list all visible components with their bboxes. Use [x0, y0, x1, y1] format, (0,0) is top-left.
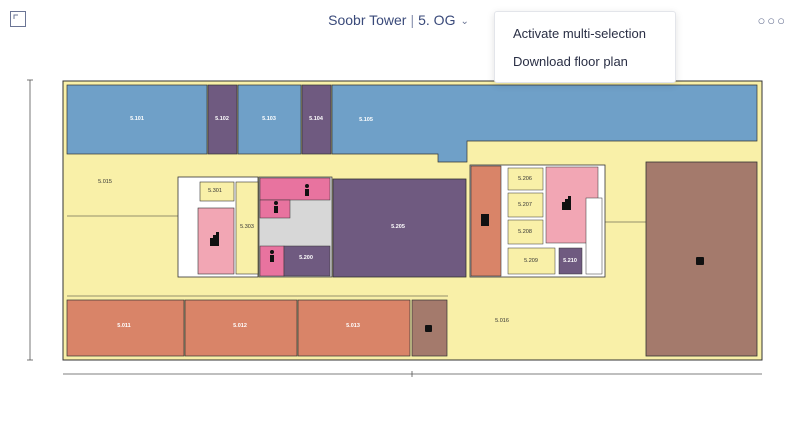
room-5-102[interactable]	[207, 84, 238, 155]
label-5-011: 5.011	[117, 323, 130, 329]
expand-icon[interactable]	[10, 11, 26, 27]
floor-name: 5. OG	[418, 12, 456, 28]
title-separator: |	[410, 12, 415, 28]
room-5-013[interactable]	[297, 299, 411, 357]
options-menu: Activate multi-selection Download floor …	[494, 11, 676, 83]
toilet-icon	[270, 184, 309, 262]
label-5-301: 5.301	[208, 188, 222, 194]
room-5-200[interactable]	[283, 245, 331, 277]
label-5-303: 5.303	[240, 224, 254, 230]
elevator-icon	[481, 214, 489, 226]
room-5-101[interactable]	[66, 84, 208, 155]
label-5-102: 5.102	[215, 116, 229, 122]
room-5-105[interactable]	[331, 84, 758, 163]
dimension-lines	[27, 79, 762, 377]
room-5-205[interactable]	[332, 178, 467, 278]
label-5-105: 5.105	[359, 117, 373, 123]
room-5-209[interactable]	[507, 247, 556, 275]
room-5-206[interactable]	[507, 167, 544, 191]
stair-icon	[210, 196, 571, 246]
label-5-015: 5.015	[98, 179, 112, 185]
corridor-walls	[67, 215, 646, 297]
label-5-012: 5.012	[233, 323, 247, 329]
wc-top[interactable]	[259, 177, 331, 201]
label-5-200: 5.200	[299, 255, 313, 261]
room-5-103[interactable]	[237, 84, 302, 155]
chevron-down-icon: ⌄	[460, 16, 469, 27]
room-5-104[interactable]	[301, 84, 332, 155]
room-5-207[interactable]	[507, 192, 544, 218]
label-5-207: 5.207	[518, 202, 532, 208]
shaft-right	[585, 197, 603, 275]
label-5-016: 5.016	[495, 318, 509, 324]
coffee-icon	[425, 257, 704, 332]
label-5-206: 5.206	[518, 176, 532, 182]
label-5-205: 5.205	[391, 224, 405, 230]
room-5-012[interactable]	[184, 299, 298, 357]
room-5-210[interactable]	[558, 247, 583, 275]
label-5-101: 5.101	[130, 116, 144, 122]
room-5-011[interactable]	[66, 299, 185, 357]
building-name: Soobr Tower	[328, 12, 407, 28]
label-5-209: 5.209	[524, 258, 538, 264]
label-5-104: 5.104	[309, 116, 324, 122]
label-5-013: 5.013	[346, 323, 360, 329]
label-5-210: 5.210	[563, 258, 577, 264]
room-5-303[interactable]	[235, 181, 259, 275]
room-5-301[interactable]	[199, 181, 235, 202]
menu-item-activate-multi-selection[interactable]: Activate multi-selection	[513, 26, 646, 41]
more-icon[interactable]: ○○○	[757, 13, 787, 28]
room-5-208[interactable]	[507, 219, 544, 245]
header: Soobr Tower|5. OG ⌄	[0, 12, 797, 28]
label-5-208: 5.208	[518, 229, 532, 235]
menu-item-download-floor-plan[interactable]: Download floor plan	[513, 54, 628, 69]
building-floor-selector[interactable]: Soobr Tower|5. OG ⌄	[328, 12, 469, 28]
label-5-103: 5.103	[262, 116, 276, 122]
